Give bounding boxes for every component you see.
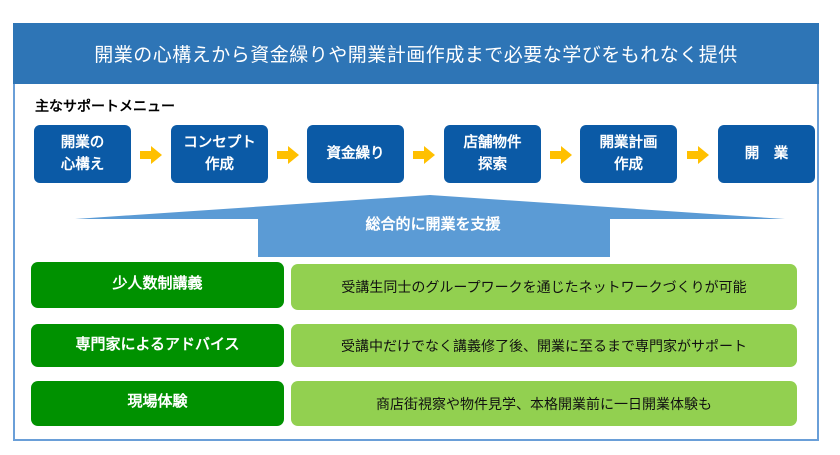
feature-title: 少人数制講義 (31, 262, 284, 308)
step-box: コンセプト 作成 (171, 125, 268, 183)
up-arrow-shape (75, 195, 785, 257)
step-box: 開業の 心構え (34, 125, 131, 183)
feature-description: 商店街視察や物件見学、本格開業前に一日開業体験も (291, 381, 797, 426)
feature-title: 現場体験 (31, 381, 284, 426)
support-label: 総合的に開業を支援 (365, 215, 501, 233)
page-title: 開業の心構えから資金繰りや開業計画作成まで必要な学びをもれなく提供 (13, 23, 819, 84)
step-box: 資金繰り (307, 125, 404, 183)
feature-description: 受講生同士のグループワークを通じたネットワークづくりが可能 (291, 264, 797, 310)
section-label: 主なサポートメニュー (35, 99, 175, 115)
step-box: 店舗物件 探索 (444, 125, 541, 183)
feature-description: 受講中だけでなく講義修了後、開業に至るまで専門家がサポート (291, 324, 797, 367)
step-box: 開 業 (718, 125, 815, 183)
step-box: 開業計画 作成 (580, 125, 677, 183)
feature-title: 専門家によるアドバイス (31, 324, 284, 367)
